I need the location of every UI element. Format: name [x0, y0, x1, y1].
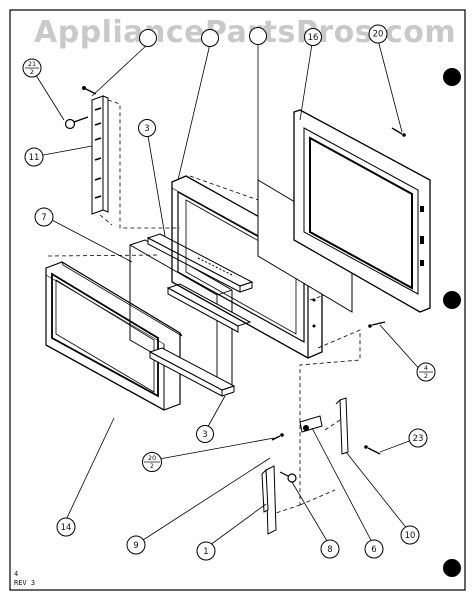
revision-line-2: REV 3 — [14, 579, 35, 587]
binder-hole-middle — [443, 291, 461, 309]
callout-part-8: 8 — [320, 539, 340, 559]
callout-part-11: 11 — [24, 147, 44, 167]
binder-hole-bottom — [443, 559, 461, 577]
callout-label-21: 21 — [28, 60, 36, 68]
callout-label-6: 6 — [371, 545, 376, 555]
callout-sub-21: 2 — [30, 68, 34, 76]
screw-23 — [364, 445, 381, 455]
screw-4 — [368, 321, 386, 328]
hinge-pin-6 — [299, 415, 323, 433]
callout-part-7: 7 — [34, 207, 54, 227]
callout-part-4: 4 2 — [416, 362, 436, 382]
callout-label-23: 23 — [413, 434, 424, 444]
callout-part-number — [201, 29, 219, 47]
hinge-plate-10 — [335, 397, 349, 455]
spacer-bar-lower — [148, 347, 236, 397]
callout-label-10: 10 — [405, 531, 416, 541]
spacer-bar-upper — [146, 233, 254, 293]
callout-part-14: 14 — [56, 517, 76, 537]
leader-lines — [33, 39, 423, 549]
callout-label-7: 7 — [41, 213, 46, 223]
door-front-frame — [45, 261, 183, 411]
callout-part-number — [139, 29, 157, 47]
callout-label-8: 8 — [327, 545, 332, 555]
spacer-bar-middle — [166, 283, 252, 333]
callout-label-20: 20 — [148, 454, 156, 462]
callout-part-21: 21 2 — [22, 58, 42, 78]
screw-20-lower — [271, 433, 284, 441]
callout-label-20: 20 — [373, 30, 384, 40]
callout-part-1: 1 — [196, 541, 216, 561]
callout-sub-20: 2 — [150, 462, 154, 470]
callout-part-6: 6 — [364, 539, 384, 559]
binder-hole-top — [443, 68, 461, 86]
hinge-pin-8 — [279, 471, 297, 483]
callout-part-16: 16 — [304, 28, 322, 46]
revision-line-1: 4 — [14, 570, 18, 578]
callout-part-number — [249, 27, 267, 45]
drawing-border — [9, 9, 466, 591]
callout-part-9: 9 — [126, 535, 146, 555]
callout-label-1: 1 — [203, 547, 208, 557]
callout-part-3-lower: 3 — [196, 425, 214, 443]
watermark-text: AppliancePartsPros.com — [34, 15, 456, 50]
callout-label-14: 14 — [61, 523, 72, 533]
callout-label-11: 11 — [29, 153, 40, 163]
callout-part-20-lower: 20 2 — [142, 452, 162, 472]
callout-sub-4: 2 — [424, 372, 428, 380]
callout-label-3: 3 — [144, 124, 149, 134]
callout-part-10: 10 — [400, 525, 420, 545]
callout-label-3: 3 — [202, 430, 207, 440]
hinge-bracket-part — [91, 95, 109, 215]
mounting-screw-21 — [64, 116, 89, 130]
hinge-bracket-1 — [261, 465, 277, 535]
callout-part-3-upper: 3 — [138, 119, 156, 137]
bracket-screw — [82, 86, 97, 95]
door-rear-frame — [293, 109, 431, 313]
callout-label-4: 4 — [424, 364, 428, 372]
callout-label-16: 16 — [308, 33, 319, 43]
callout-label-9: 9 — [133, 541, 138, 551]
frame-screw-20 — [391, 127, 406, 137]
callout-part-23: 23 — [408, 428, 428, 448]
callout-part-20-top: 20 — [368, 24, 388, 44]
